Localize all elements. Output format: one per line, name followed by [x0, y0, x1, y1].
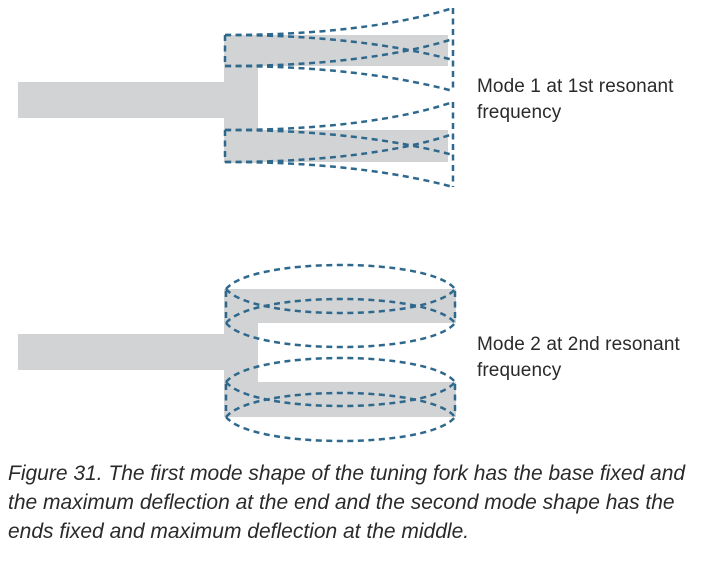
mode1-label: Mode 1 at 1st resonant frequency	[477, 74, 692, 126]
mode2-lower-top-edge-down	[225, 381, 456, 408]
mode2-fork	[18, 263, 457, 443]
figure-caption-line2: the maximum deflection at the end and th…	[8, 491, 675, 514]
mode1-upper-bottom-edge-down	[224, 64, 454, 93]
mode1-lower-bottom-edge-up	[224, 132, 454, 164]
mode2-lower-bottom-edge-down	[225, 416, 456, 443]
mode1-label-line1: Mode 1 at 1st resonant	[477, 76, 674, 97]
mode1-fork	[18, 6, 455, 189]
mode1-lower-bottom-edge-down	[224, 160, 454, 189]
mode2-handle	[18, 334, 224, 370]
mode2-lower-top-edge-up	[225, 356, 456, 383]
mode2-label-line2: frequency	[477, 360, 562, 381]
mode2-label: Mode 2 at 2nd resonant frequency	[477, 332, 692, 384]
mode2-upper-tine	[224, 289, 456, 323]
mode2-lower-tine-envelope	[224, 356, 457, 443]
mode1-upper-tine	[224, 35, 448, 66]
mode1-lower-top-edge-up	[224, 100, 454, 132]
figure-caption-line3: ends fixed and maximum deflection at the…	[8, 520, 470, 543]
mode1-lower-tine	[224, 130, 448, 162]
mode1-upper-top-edge-down	[224, 33, 454, 62]
figure-caption-line1: Figure 31. The first mode shape of the t…	[8, 462, 686, 485]
mode1-upper-bottom-edge-up	[224, 37, 454, 68]
mode2-upper-tine-envelope	[224, 263, 457, 349]
mode1-label-line2: frequency	[477, 102, 562, 123]
figure-caption: Figure 31. The first mode shape of the t…	[8, 459, 706, 546]
mode2-upper-bottom-edge-down	[225, 322, 456, 349]
mode1-lower-top-edge-down	[224, 128, 454, 157]
mode2-upper-top-edge-down	[225, 288, 456, 315]
mode1-upper-top-edge-up	[224, 6, 454, 37]
mode2-lower-tine	[224, 382, 456, 417]
mode2-label-line1: Mode 2 at 2nd resonant	[477, 334, 680, 355]
mode1-handle	[18, 82, 224, 118]
mode2-upper-top-edge-up	[225, 263, 456, 290]
mode1-lower-tine-envelope	[223, 100, 455, 189]
mode2-upper-bottom-edge-up	[225, 297, 456, 324]
mode2-lower-bottom-edge-up	[225, 391, 456, 418]
mode1-upper-tine-envelope	[223, 6, 455, 93]
